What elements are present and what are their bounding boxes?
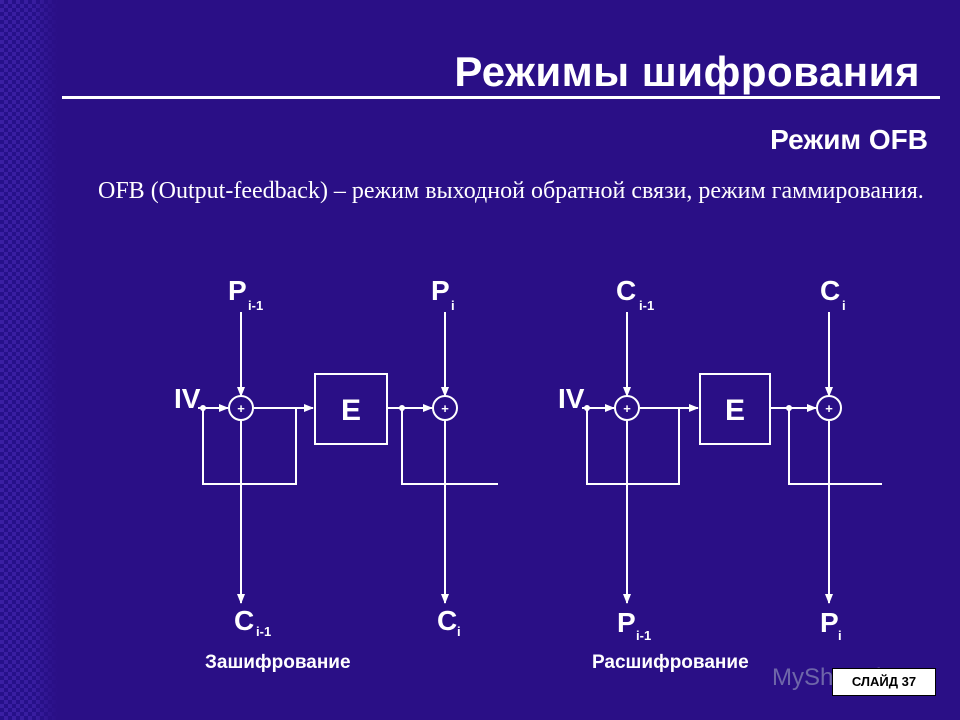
dec-e-label: E <box>725 394 745 427</box>
enc-output2-sub: i <box>457 624 461 639</box>
dec-xor1-symbol: + <box>623 401 631 416</box>
decryption-caption: Расшифрование <box>592 652 749 673</box>
section-subtitle: Режим OFB <box>770 124 928 155</box>
decryption-labels: + + E IV C i-1 C i P i-1 P i <box>558 275 846 643</box>
dec-input1-sub: i-1 <box>639 298 654 313</box>
enc-e-box <box>314 373 388 445</box>
dec-xor2-symbol: + <box>825 401 833 416</box>
enc-input1-label: P <box>228 275 247 306</box>
dec-input2-label: C <box>820 275 840 306</box>
enc-feedback-left <box>202 408 297 485</box>
enc-iv-label: IV <box>174 383 201 414</box>
dec-input1-label: C <box>616 275 636 306</box>
enc-input1-sub: i-1 <box>248 298 263 313</box>
dec-xor2 <box>816 395 842 421</box>
dec-output2-label: P <box>820 607 839 638</box>
encryption-panel <box>198 312 498 604</box>
decryption-panel <box>582 312 882 604</box>
enc-xor2 <box>432 395 458 421</box>
enc-e-label: E <box>341 394 361 427</box>
dec-output1-sub: i-1 <box>636 628 651 643</box>
description-text: OFB (Output-feedback) – режим выходной о… <box>98 178 924 204</box>
encryption-caption: Зашифрование <box>205 652 351 673</box>
page-title: Режимы шифрования <box>454 48 920 95</box>
enc-xor1-symbol: + <box>237 401 245 416</box>
enc-output2-label: C <box>437 605 457 636</box>
encryption-labels: + + E IV P i-1 P i C i-1 C i <box>174 275 461 639</box>
enc-input2-sub: i <box>451 298 455 313</box>
slide-number-badge: СЛАЙД 37 <box>832 668 936 696</box>
dec-xor1 <box>614 395 640 421</box>
checker-fade <box>0 0 58 720</box>
enc-feedback-right <box>401 408 498 485</box>
enc-output1-label: C <box>234 605 254 636</box>
dec-e-box <box>699 373 771 445</box>
enc-xor1 <box>228 395 254 421</box>
dec-feedback-left <box>586 408 680 485</box>
dec-input2-sub: i <box>842 298 846 313</box>
dec-output1-label: P <box>617 607 636 638</box>
title-underline <box>62 96 940 99</box>
enc-input2-label: P <box>431 275 450 306</box>
enc-output1-sub: i-1 <box>256 624 271 639</box>
dec-output2-sub: i <box>838 628 842 643</box>
enc-xor2-symbol: + <box>441 401 449 416</box>
dec-feedback-right <box>788 408 882 485</box>
dec-iv-label: IV <box>558 383 585 414</box>
